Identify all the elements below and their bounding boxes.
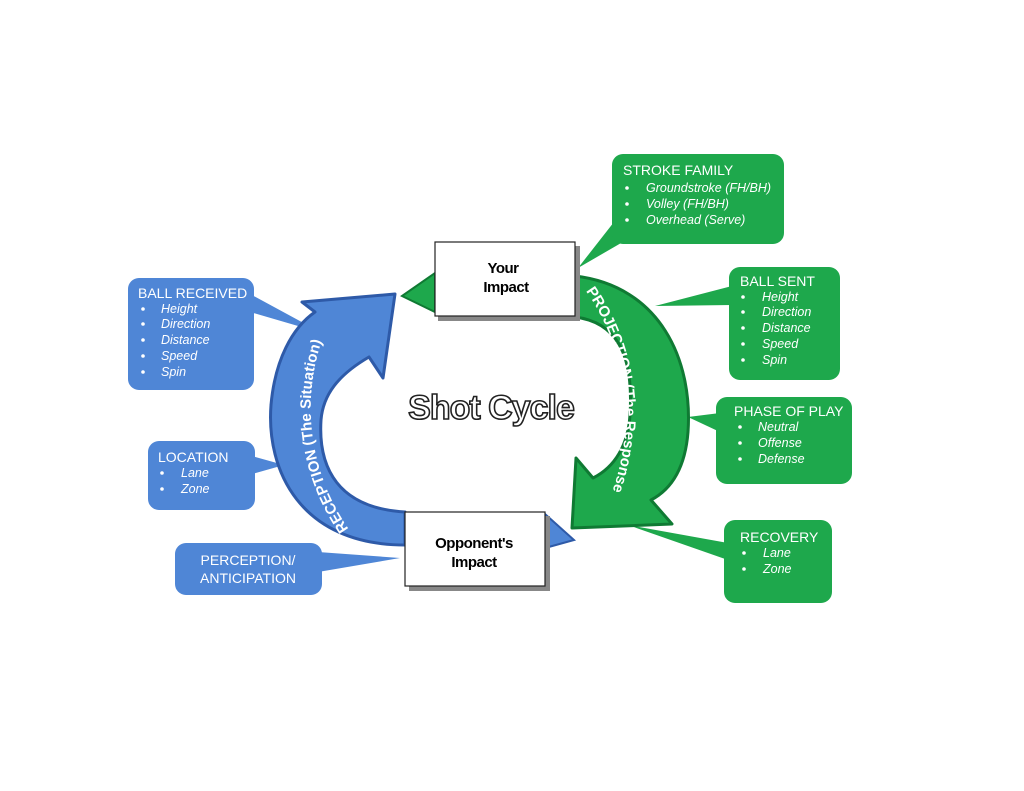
ball-received-item: Height — [161, 302, 198, 316]
callout-perception: PERCEPTION/ ANTICIPATION — [175, 543, 322, 595]
ball-received-item: Distance — [161, 333, 210, 347]
callout-phase-of-play: PHASE OF PLAY Neutral Offense Defense — [716, 397, 852, 484]
projection-arrow-tail — [400, 271, 436, 314]
your-impact-line2: Impact — [483, 279, 529, 296]
perception-title-line2: ANTICIPATION — [200, 570, 296, 586]
callout-stroke-family: STROKE FAMILY Groundstroke (FH/BH) Volle… — [612, 154, 784, 244]
projection-arrow: PROJECTION (The Response) — [0, 0, 690, 530]
stroke-family-title: STROKE FAMILY — [623, 162, 734, 178]
callout-location: LOCATION Lane Zone — [148, 441, 255, 510]
phase-of-play-item: Neutral — [758, 420, 800, 434]
location-item: Zone — [180, 482, 210, 496]
ball-sent-title: BALL SENT — [740, 273, 815, 289]
phase-of-play-pointer — [688, 413, 720, 432]
recovery-title: RECOVERY — [740, 529, 819, 545]
callout-ball-sent: BALL SENT Height Direction Distance Spee… — [729, 267, 840, 380]
ball-sent-item: Direction — [762, 305, 811, 319]
phase-of-play-item: Offense — [758, 436, 802, 450]
perception-title-line1: PERCEPTION/ — [201, 552, 296, 568]
ball-sent-item: Height — [762, 290, 799, 304]
phase-of-play-title: PHASE OF PLAY — [734, 403, 844, 419]
recovery-pointer — [628, 525, 728, 560]
ball-sent-item: Spin — [762, 353, 787, 367]
callout-ball-received: BALL RECEIVED Height Direction Distance … — [128, 278, 254, 390]
perception-pointer — [318, 552, 400, 572]
your-impact-box: Your Impact — [434, 241, 580, 321]
ball-sent-item: Distance — [762, 321, 811, 335]
stroke-family-item: Volley (FH/BH) — [646, 197, 729, 211]
phase-of-play-item: Defense — [758, 452, 805, 466]
diagram-title: Shot Cycle — [408, 389, 574, 427]
ball-received-item: Speed — [161, 349, 198, 363]
stroke-family-item: Overhead (Serve) — [646, 213, 745, 227]
recovery-item: Lane — [763, 546, 791, 560]
your-impact-line1: Your — [487, 260, 519, 277]
recovery-item: Zone — [762, 562, 792, 576]
opponent-impact-line2: Impact — [451, 554, 497, 571]
ball-sent-item: Speed — [762, 337, 799, 351]
ball-received-item: Direction — [161, 317, 210, 331]
callout-recovery: RECOVERY Lane Zone — [724, 520, 832, 603]
location-item: Lane — [181, 466, 209, 480]
location-title: LOCATION — [158, 449, 229, 465]
stroke-family-item: Groundstroke (FH/BH) — [646, 181, 771, 195]
location-pointer — [252, 456, 284, 474]
ball-sent-pointer — [655, 286, 732, 306]
opponent-impact-line1: Opponent's — [435, 535, 513, 552]
ball-received-item: Spin — [161, 365, 186, 379]
reception-arrow: RECEPTION (The Situation) — [269, 292, 407, 547]
ball-received-title: BALL RECEIVED — [138, 285, 247, 301]
opponent-impact-box: Opponent's Impact — [404, 511, 550, 591]
